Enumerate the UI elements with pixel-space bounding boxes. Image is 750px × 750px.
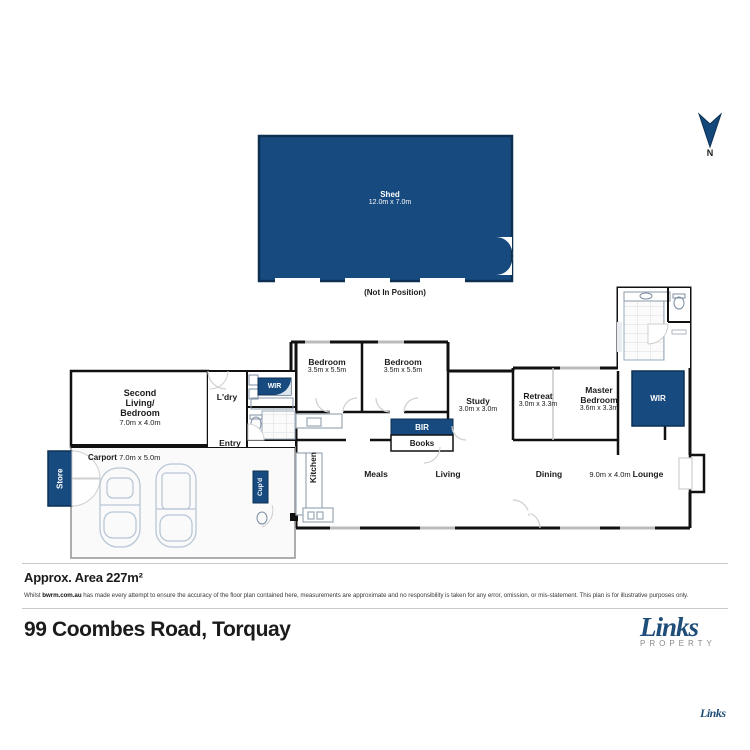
bir-label: BIR xyxy=(415,422,429,432)
books-label-box: Books xyxy=(391,435,453,451)
room-laundry: L'dry xyxy=(206,392,248,402)
room-laundry-name: L'dry xyxy=(216,392,238,402)
room-dining-dimensions: 9.0m x 4.0m xyxy=(589,470,631,479)
shed-position-note: (Not In Position) xyxy=(364,288,426,297)
room-master-bedroom: Master Bedroom 3.6m x 3.3m xyxy=(566,385,632,412)
room-bedroom-2-name: Bedroom xyxy=(308,357,346,367)
door-swings xyxy=(207,370,541,529)
room-second-living-dimensions: 7.0m x 4.0m xyxy=(119,418,161,427)
north-arrow-icon xyxy=(697,112,723,149)
approx-area: Approx. Area 227m² xyxy=(24,570,143,585)
room-dining-dimensions-wrap: 9.0m x 4.0m xyxy=(575,470,645,479)
room-bedroom-3: Bedroom 3.5m x 5.5m xyxy=(364,357,442,374)
room-living-name: Living xyxy=(435,469,461,479)
room-dining-name: Dining xyxy=(535,469,563,479)
bir-label-box: BIR xyxy=(391,419,453,435)
compass: N xyxy=(694,112,726,164)
room-study-dimensions: 3.0m x 3.0m xyxy=(458,406,498,413)
room-second-living-line2: Living/ xyxy=(125,398,155,408)
room-carport-dimensions: 7.0m x 5.0m xyxy=(119,453,161,462)
room-living: Living xyxy=(423,469,473,479)
brand-logo: Links PROPERTY xyxy=(640,612,735,658)
room-second-living-line3: Bedroom xyxy=(120,408,160,418)
room-retreat: Retreat 3.0m x 3.3m xyxy=(507,391,569,408)
store-closet xyxy=(47,450,101,507)
disclaimer-rest: has made every attempt to ensure the acc… xyxy=(81,592,689,599)
lounge-bay-window xyxy=(678,453,706,494)
footer-divider-bottom xyxy=(22,608,728,609)
room-master-bedroom-dimensions: 3.6m x 3.3m xyxy=(579,405,619,412)
room-meals-name: Meals xyxy=(364,469,388,479)
brand-logo-sub: PROPERTY xyxy=(640,639,716,648)
room-master-bedroom-line2: Bedroom xyxy=(580,395,618,405)
room-entry-name: Entry xyxy=(219,438,241,448)
disclaimer-prefix: Whilst xyxy=(24,592,43,599)
windows xyxy=(305,340,655,530)
room-carport: Carport 7.0m x 5.0m xyxy=(88,453,248,462)
room-lounge: Lounge xyxy=(620,469,676,479)
page-title: 99 Coombes Road, Torquay xyxy=(24,618,291,641)
room-bedroom-3-dimensions: 3.5m x 5.5m xyxy=(383,367,423,374)
room-second-living-line1: Second xyxy=(123,388,157,398)
footer-divider-top xyxy=(22,563,728,564)
room-study-name: Study xyxy=(466,396,490,406)
cupboard-label: Cup'd xyxy=(257,477,264,497)
kitchen-fittings xyxy=(295,413,343,523)
books-label: Books xyxy=(409,438,435,448)
bir-books-block xyxy=(390,418,454,452)
room-bedroom-3-name: Bedroom xyxy=(384,357,422,367)
shed-label: Shed 12.0m x 7.0m xyxy=(330,190,450,206)
room-retreat-name: Retreat xyxy=(523,391,553,401)
disclaimer-site: bwrm.com.au xyxy=(42,592,82,599)
room-carport-name: Carport xyxy=(88,453,117,462)
shed-block xyxy=(257,134,514,283)
wir-hall-label: WIR xyxy=(267,383,282,390)
shed-name: Shed xyxy=(380,190,400,199)
room-retreat-dimensions: 3.0m x 3.3m xyxy=(518,401,558,408)
room-entry: Entry xyxy=(206,438,254,448)
brand-logo-name: Links xyxy=(640,612,699,642)
wir-master-label-box: WIR xyxy=(632,371,684,426)
room-second-living: Second Living/ Bedroom 7.0m x 4.0m xyxy=(95,388,185,427)
room-bedroom-2-dimensions: 3.5m x 5.5m xyxy=(307,367,347,374)
room-bedroom-2: Bedroom 3.5m x 5.5m xyxy=(288,357,366,374)
room-study: Study 3.0m x 3.0m xyxy=(443,396,513,413)
wir-master-box xyxy=(631,370,685,427)
room-kitchen-name: Kitchen xyxy=(308,452,318,484)
cupboard-label-box: Cup'd xyxy=(253,471,268,503)
room-dining: Dining xyxy=(520,469,578,479)
store-label: Store xyxy=(55,468,65,489)
wet-area-block xyxy=(208,370,296,528)
wir-master-label: WIR xyxy=(650,394,666,403)
store-label-box: Store xyxy=(48,451,72,506)
disclaimer: Whilst bwrm.com.au has made every attemp… xyxy=(24,592,688,599)
compass-letter: N xyxy=(706,148,714,158)
ensuite-fittings xyxy=(617,288,690,368)
wir-hall-label-box: WIR xyxy=(258,378,291,395)
room-lounge-name: Lounge xyxy=(632,469,664,479)
room-meals: Meals xyxy=(352,469,400,479)
room-master-bedroom-line1: Master xyxy=(585,385,613,395)
shed-dimensions: 12.0m x 7.0m xyxy=(368,199,412,206)
room-kitchen: Kitchen xyxy=(306,452,320,514)
corner-watermark: Links xyxy=(700,706,726,720)
